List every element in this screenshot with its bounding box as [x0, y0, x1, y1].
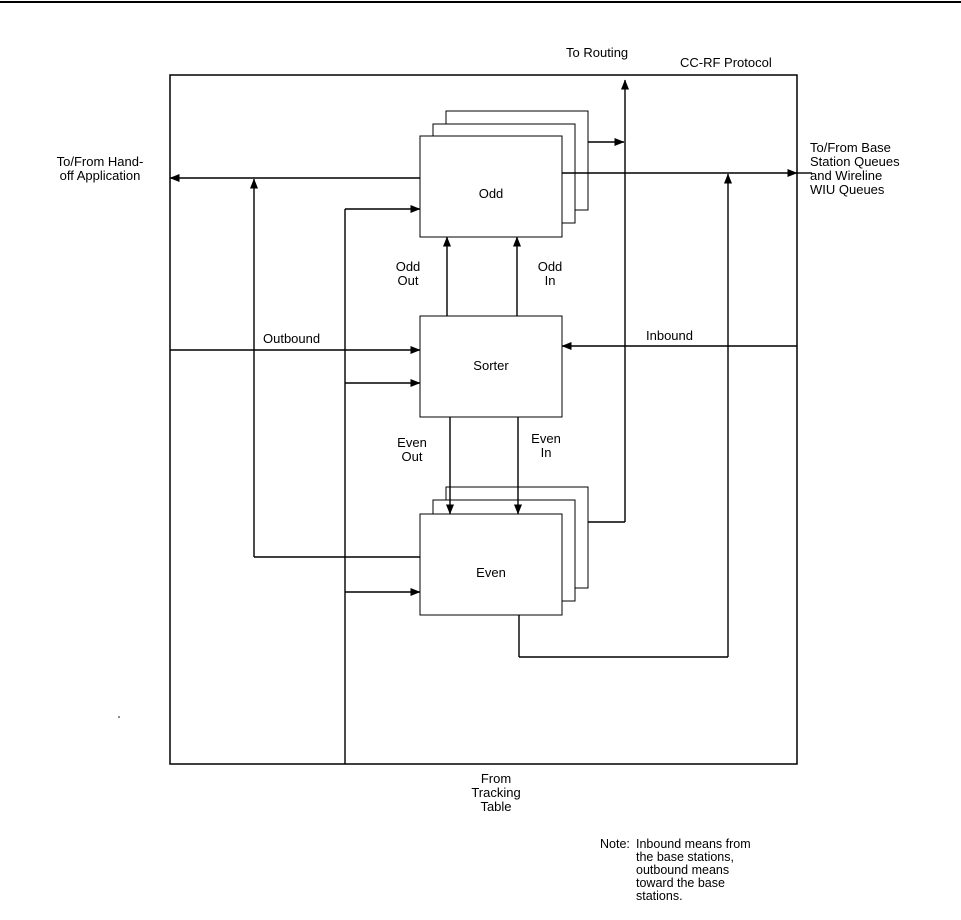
note-line-3: outbound means — [636, 863, 730, 877]
base-station-label-line-3: and Wireline — [810, 168, 883, 183]
odd-out-label-line-2: Out — [397, 273, 419, 288]
even-box — [419, 513, 563, 616]
odd-out-label: Odd Out — [384, 260, 432, 288]
inbound-label: Inbound — [646, 328, 693, 343]
even-out-label: Even Out — [386, 436, 438, 464]
handoff-label: To/From Hand- off Application — [20, 155, 180, 183]
tracking-table-label: From Tracking Table — [454, 772, 538, 814]
cc-rf-frame — [169, 74, 798, 765]
even-in-label-line-2: In — [540, 445, 552, 460]
odd-in-label-line-2: In — [544, 273, 556, 288]
handoff-label-line-2: off Application — [59, 168, 141, 183]
note-line-4: toward the base — [636, 876, 725, 890]
outbound-label: Outbound — [263, 331, 321, 346]
odd-in-label-line-1: Odd — [537, 259, 563, 274]
handoff-label-line-1: To/From Hand- — [56, 154, 144, 169]
base-station-label-line-1: To/From Base — [810, 140, 891, 155]
note-text: Inbound means from the base stations, ou… — [636, 838, 796, 903]
even-in-label-line-1: Even — [531, 431, 561, 446]
sorter-box — [419, 315, 563, 418]
frame-title: CC-RF Protocol — [680, 55, 772, 70]
tracking-table-label-line-1: From — [480, 771, 512, 786]
even-in-label: Even In — [520, 432, 572, 460]
sorter-box-label: Sorter — [473, 358, 509, 373]
tracking-table-label-line-2: Tracking — [471, 785, 521, 800]
odd-in-label: Odd In — [526, 260, 574, 288]
base-station-label: To/From Base Station Queues and Wireline… — [810, 141, 950, 197]
note-line-1: Inbound means from — [636, 837, 751, 851]
odd-box — [419, 135, 563, 238]
note-prefix: Note: — [600, 837, 630, 851]
even-out-label-line-2: Out — [401, 449, 423, 464]
odd-out-label-line-1: Odd — [395, 259, 421, 274]
base-station-label-line-2: Station Queues — [810, 154, 900, 169]
to-routing-label: To Routing — [566, 45, 629, 60]
tracking-table-label-line-3: Table — [480, 799, 512, 814]
base-station-label-line-4: WIU Queues — [810, 182, 885, 197]
even-out-label-line-1: Even — [397, 435, 427, 450]
note-line-2: the base stations, — [636, 850, 734, 864]
odd-box-label: Odd — [478, 186, 504, 201]
note-line-5: stations. — [636, 889, 683, 903]
even-box-label: Even — [476, 565, 506, 580]
stray-mark — [118, 716, 120, 718]
